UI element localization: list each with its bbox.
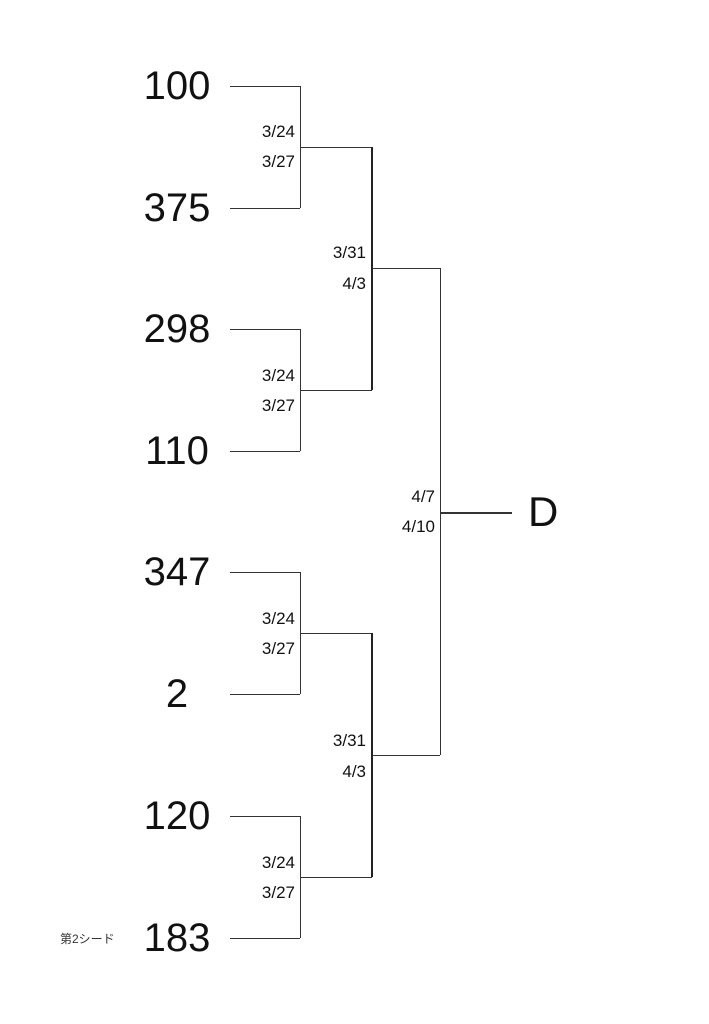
- bracket-line: [230, 451, 300, 452]
- bracket-line: [372, 268, 440, 269]
- match-date-start: 3/31: [332, 243, 366, 262]
- match-date-start: 3/31: [332, 731, 366, 750]
- match-date-start: 3/24: [261, 366, 295, 385]
- final-date-start: 4/7: [411, 487, 435, 506]
- bracket-line: [230, 86, 300, 87]
- team-5: 347: [143, 550, 211, 594]
- match-date-end: 4/3: [342, 762, 366, 781]
- team-3: 298: [143, 307, 211, 351]
- team-1: 100: [143, 64, 211, 108]
- bracket-line: [300, 147, 372, 148]
- match-date-start: 3/24: [261, 122, 295, 141]
- bracket-line: [230, 694, 300, 695]
- match-date-end: 4/3: [342, 274, 366, 293]
- bracket-line: [372, 755, 440, 756]
- team-4: 110: [145, 429, 209, 473]
- match-date-end: 3/27: [261, 152, 295, 171]
- team-8: 183: [143, 916, 211, 960]
- match-date-start: 3/24: [261, 853, 295, 872]
- bracket-line: [230, 938, 300, 939]
- bracket-line: [230, 329, 300, 330]
- match-date-end: 3/27: [261, 883, 295, 902]
- match-date-start: 3/24: [261, 609, 295, 628]
- bracket-line: [300, 633, 372, 634]
- bracket-line: [230, 572, 300, 573]
- bracket-line: [230, 208, 300, 209]
- team-2: 375: [143, 186, 211, 230]
- bracket-line: [440, 512, 512, 514]
- match-date-end: 3/27: [261, 396, 295, 415]
- final-date-end: 4/10: [401, 517, 435, 536]
- bracket-line: [300, 877, 372, 878]
- match-date-end: 3/27: [261, 639, 295, 658]
- bracket-line: [440, 268, 441, 755]
- seed-note: 第2シード: [60, 932, 115, 946]
- team-6: 2: [165, 672, 189, 716]
- winner-slot: D: [528, 488, 559, 535]
- bracket-line: [300, 390, 372, 391]
- team-7: 120: [143, 794, 211, 838]
- bracket-line: [230, 816, 300, 817]
